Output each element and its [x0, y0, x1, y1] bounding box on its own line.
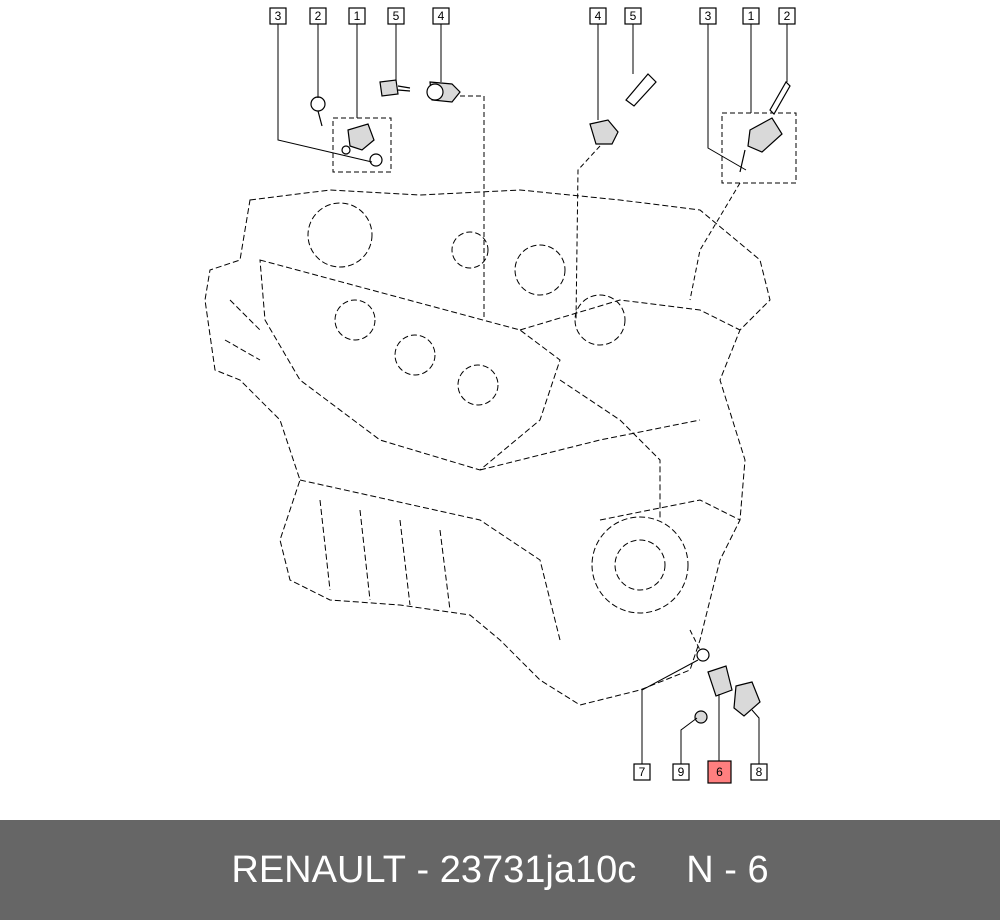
reference-label: N - 6 [686, 848, 769, 891]
leader-lines [277, 24, 788, 764]
callout-9-bottom[interactable]: 9 [672, 763, 690, 781]
callout-label: 7 [639, 765, 646, 779]
callout-8-bottom[interactable]: 8 [750, 763, 768, 781]
callout-1-top-right[interactable]: 1 [742, 7, 760, 25]
callout-5-top-right[interactable]: 5 [624, 7, 642, 25]
callout-label: 5 [630, 9, 637, 23]
callout-5-top-left[interactable]: 5 [387, 7, 405, 25]
separator [429, 849, 440, 892]
callout-label: 3 [705, 9, 712, 23]
diagram-canvas: 3 2 1 5 4 4 5 3 [204, 7, 797, 784]
crankshaft-sensor-group-bottom [689, 629, 761, 724]
callout-2-top-right[interactable]: 2 [778, 7, 796, 25]
callout-7-bottom[interactable]: 7 [633, 763, 651, 781]
engine-exploded-diagram: 3 2 1 5 4 4 5 3 [204, 7, 797, 784]
callout-label: 4 [595, 9, 602, 23]
cam-sensor-group-left [310, 96, 392, 173]
callout-3-top-left[interactable]: 3 [269, 7, 287, 25]
crank-sensor-group-right [689, 81, 797, 301]
callout-2-top-left[interactable]: 2 [309, 7, 327, 25]
callout-4-top-right[interactable]: 4 [589, 7, 607, 25]
engine-block [204, 189, 771, 706]
part-number: 23731ja10c [439, 848, 637, 891]
callout-label: 5 [393, 9, 400, 23]
callouts: 3 2 1 5 4 4 5 3 [269, 7, 796, 784]
callout-label: 9 [678, 765, 685, 779]
separator [406, 849, 417, 892]
callout-4-top-left[interactable]: 4 [432, 7, 450, 25]
knock-sensor-group [379, 79, 485, 320]
callout-label: 1 [748, 9, 755, 23]
separator-dash: - [416, 848, 430, 891]
callout-label: 6 [716, 765, 723, 779]
callout-6-bottom-highlighted[interactable]: 6 [707, 760, 732, 784]
cam-sensor-group-right [575, 73, 657, 321]
footer-caption-bar: RENAULT - 23731ja10c N - 6 [0, 820, 1000, 920]
callout-1-top-left[interactable]: 1 [348, 7, 366, 25]
callout-label: 4 [438, 9, 445, 23]
callout-3-top-right[interactable]: 3 [699, 7, 717, 25]
brand-name: RENAULT [231, 848, 406, 891]
callout-label: 3 [275, 9, 282, 23]
callout-label: 1 [354, 9, 361, 23]
callout-label: 2 [784, 9, 791, 23]
callout-label: 8 [756, 765, 763, 779]
callout-label: 2 [315, 9, 322, 23]
